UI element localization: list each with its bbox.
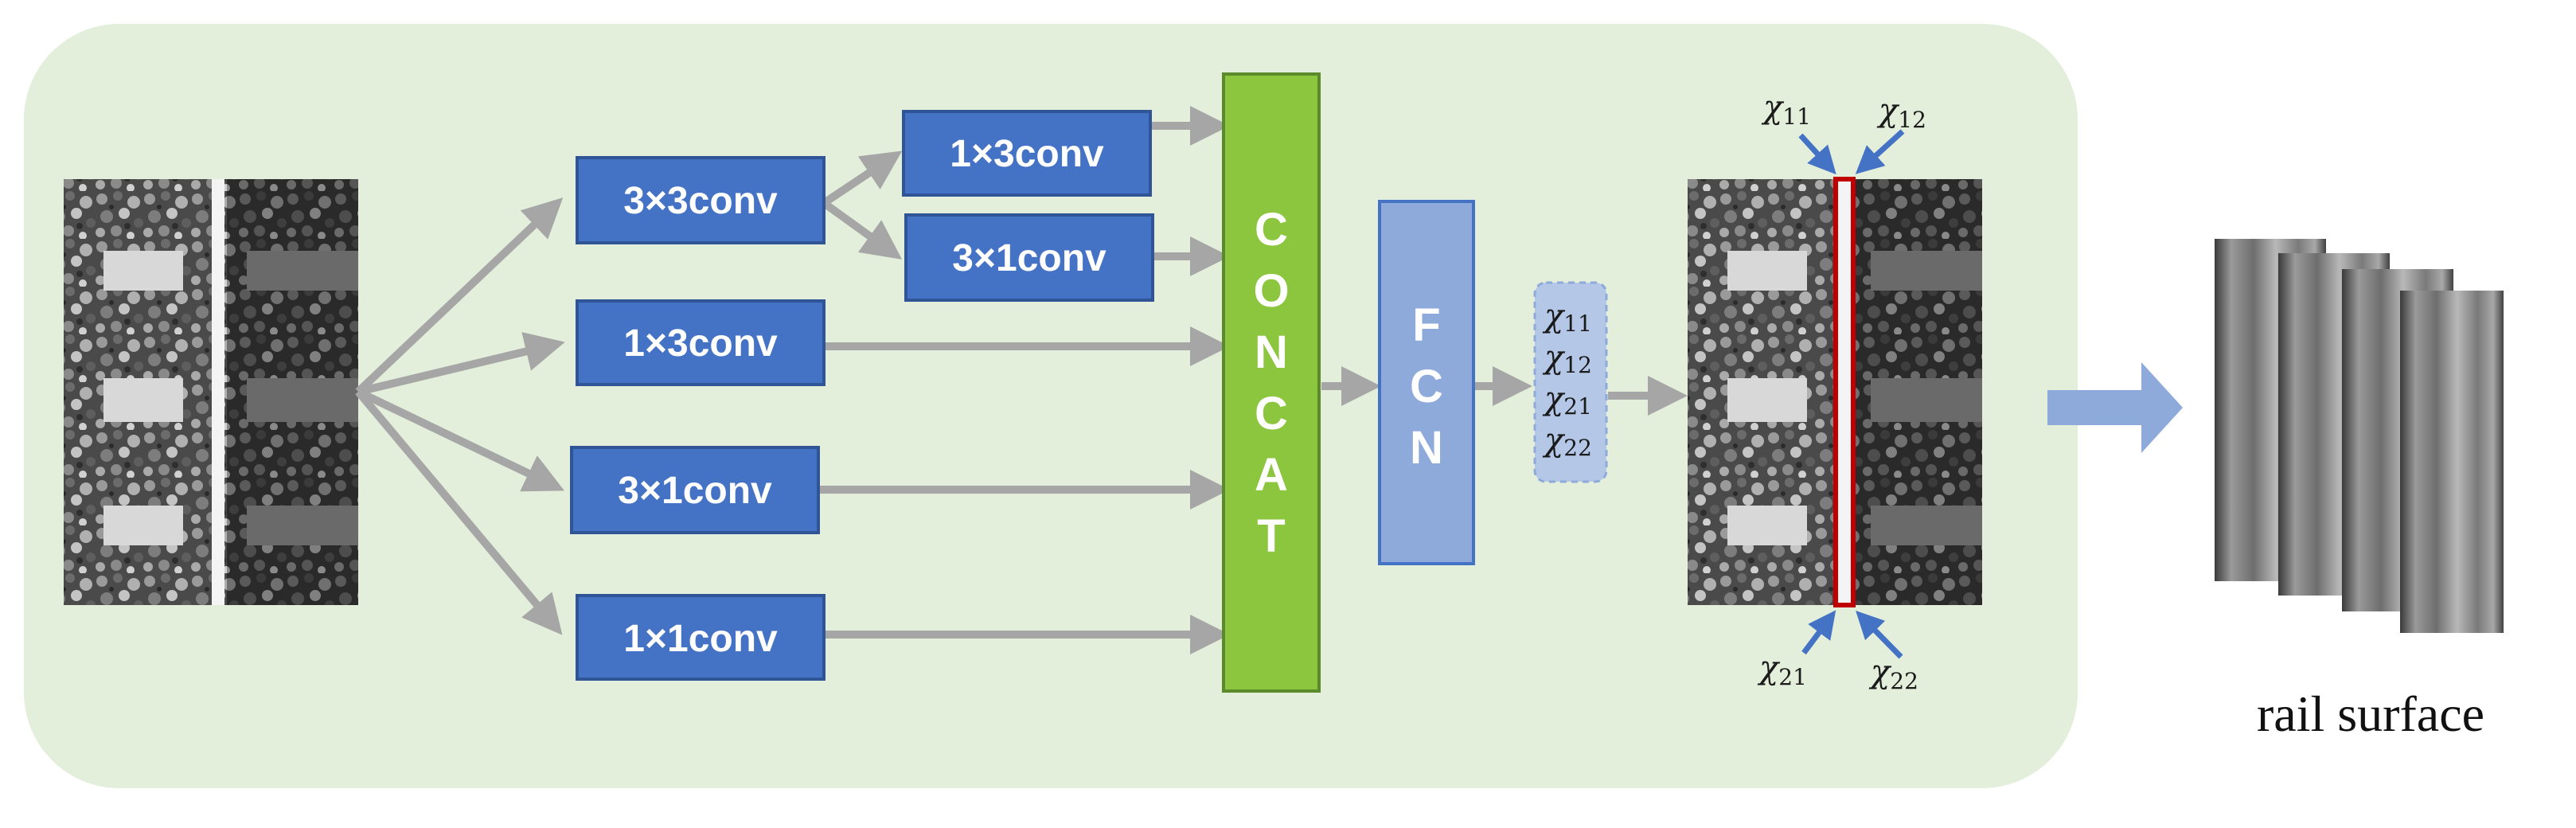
conv-3x3-label: 3×3conv <box>623 180 778 222</box>
output-param: χ12 <box>1542 339 1592 378</box>
concat-letter: O <box>1253 265 1289 317</box>
conv-1x3-top-block: 1×3conv <box>902 110 1152 197</box>
conv-3x1-label: 3×1conv <box>618 470 772 512</box>
conv-3x1-top-block: 3×1conv <box>904 213 1154 302</box>
edge-label-x11: χ11 <box>1761 89 1811 130</box>
rail-surface-caption: rail surface <box>2257 685 2484 742</box>
edge-label-x12: χ12 <box>1876 92 1926 133</box>
input-rail-image <box>64 179 358 605</box>
rail-surface-strips <box>2215 239 2504 633</box>
edge-arrows <box>1798 129 1905 659</box>
conv-1x1-label: 1×1conv <box>623 618 778 660</box>
branch-arrows <box>355 106 1688 654</box>
edge-label-x21: χ21 <box>1757 650 1807 690</box>
fcn-letter: C <box>1410 361 1443 412</box>
output-params-box: χ11 χ12 χ21 χ22 <box>1533 281 1608 483</box>
conv-3x1-top-label: 3×1conv <box>952 237 1107 279</box>
concat-letter: C <box>1255 204 1288 256</box>
conv-3x1-block: 3×1conv <box>570 446 820 534</box>
fcn-letter: N <box>1410 422 1443 474</box>
conv-1x3-top-label: 1×3conv <box>950 133 1104 175</box>
fcn-block: F C N <box>1378 200 1475 565</box>
concat-letter: T <box>1257 510 1285 562</box>
output-param: χ11 <box>1542 298 1592 337</box>
rail-bounding-box <box>1833 177 1856 607</box>
concat-letter: C <box>1255 388 1288 439</box>
detected-rail-image <box>1688 177 1982 607</box>
concat-letter: N <box>1255 326 1288 378</box>
conv-1x1-block: 1×1conv <box>576 594 825 681</box>
fcn-letter: F <box>1412 299 1440 351</box>
edge-label-x22: χ22 <box>1868 654 1918 694</box>
conv-3x3-block: 3×3conv <box>576 156 825 244</box>
output-param: χ21 <box>1542 381 1592 420</box>
output-arrow <box>2047 362 2183 453</box>
conv-1x3-block: 1×3conv <box>576 299 825 386</box>
concat-letter: A <box>1255 449 1288 501</box>
output-param: χ22 <box>1542 422 1592 461</box>
concat-block: C O N C A T <box>1222 72 1321 693</box>
conv-1x3-label: 1×3conv <box>623 322 778 365</box>
